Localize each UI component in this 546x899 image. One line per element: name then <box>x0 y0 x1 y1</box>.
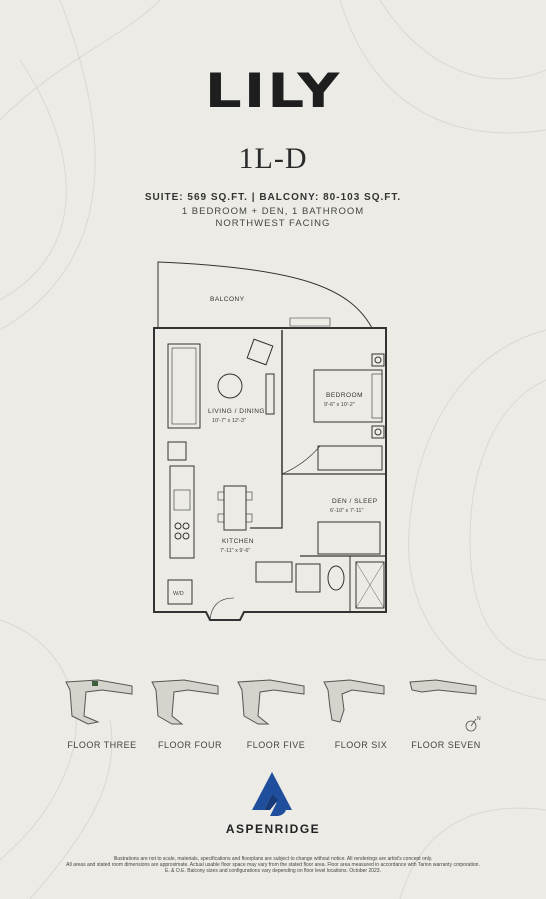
suite-area: SUITE: 569 SQ.FT. | BALCONY: 80-103 SQ.F… <box>144 192 402 203</box>
disclaimer-line-2: All areas and stated room dimensions are… <box>66 862 480 868</box>
coffee-table <box>217 373 243 399</box>
floor-label-four: FLOOR FOUR <box>157 740 222 750</box>
unit-name: 1L-D <box>238 142 308 175</box>
room-count: 1 BEDROOM + DEN, 1 BATHROOM <box>181 206 365 217</box>
living-dims: 10'-7" x 12'-3" <box>212 418 246 424</box>
kitchen-label: KITCHEN <box>222 538 254 545</box>
floor-key-plan-four <box>151 679 219 725</box>
floor-label-three: FLOOR THREE <box>67 740 137 750</box>
balcony-label: BALCONY <box>210 296 245 303</box>
floor-key-plan-seven <box>409 679 477 695</box>
bedroom-label: BEDROOM <box>326 392 363 399</box>
wd-label: W/D <box>173 591 184 597</box>
floor-label-seven: FLOOR SEVEN <box>411 740 481 750</box>
kitchen-counter <box>169 465 195 559</box>
floor-label-six: FLOOR SIX <box>334 740 388 750</box>
floor-label-five: FLOOR FIVE <box>246 740 306 750</box>
floor-key-plan-five <box>237 679 305 725</box>
disclaimer-line-3: E. & O.E. Balcony sizes and configuratio… <box>165 868 381 874</box>
den-dims: 6'-10" x 7'-11" <box>330 508 363 514</box>
floor-key-plan-three <box>65 679 133 725</box>
lily-logo: LILY <box>205 63 341 118</box>
washer-dryer <box>167 579 193 605</box>
north-arrow-icon: N <box>465 716 481 732</box>
sofa <box>167 343 201 429</box>
balcony-outline <box>157 261 373 329</box>
logo-text: LILY <box>205 63 341 118</box>
floor-plan: BALCONY LIVING / DINING 10'-7" x 12'-3" … <box>153 261 387 621</box>
den-sofa <box>317 521 381 555</box>
developer-name: ASPENRIDGE <box>225 822 321 836</box>
aspenridge-logo-icon <box>252 772 292 816</box>
north-label: N <box>477 716 481 722</box>
exterior-walls <box>153 327 387 621</box>
facing: NORTHWEST FACING <box>215 218 331 229</box>
kitchen-dims: 7'-11" x 9'-6" <box>220 548 250 554</box>
shower <box>355 561 385 609</box>
floor-key-plan-six <box>323 679 385 723</box>
den-label: DEN / SLEEP <box>332 498 378 505</box>
bedroom-dims: 9'-6" x 10'-2" <box>324 402 355 408</box>
dining-table <box>223 485 247 531</box>
disclaimer-line-1: Illustrations are not to scale, material… <box>113 856 433 862</box>
living-label: LIVING / DINING <box>208 408 265 415</box>
